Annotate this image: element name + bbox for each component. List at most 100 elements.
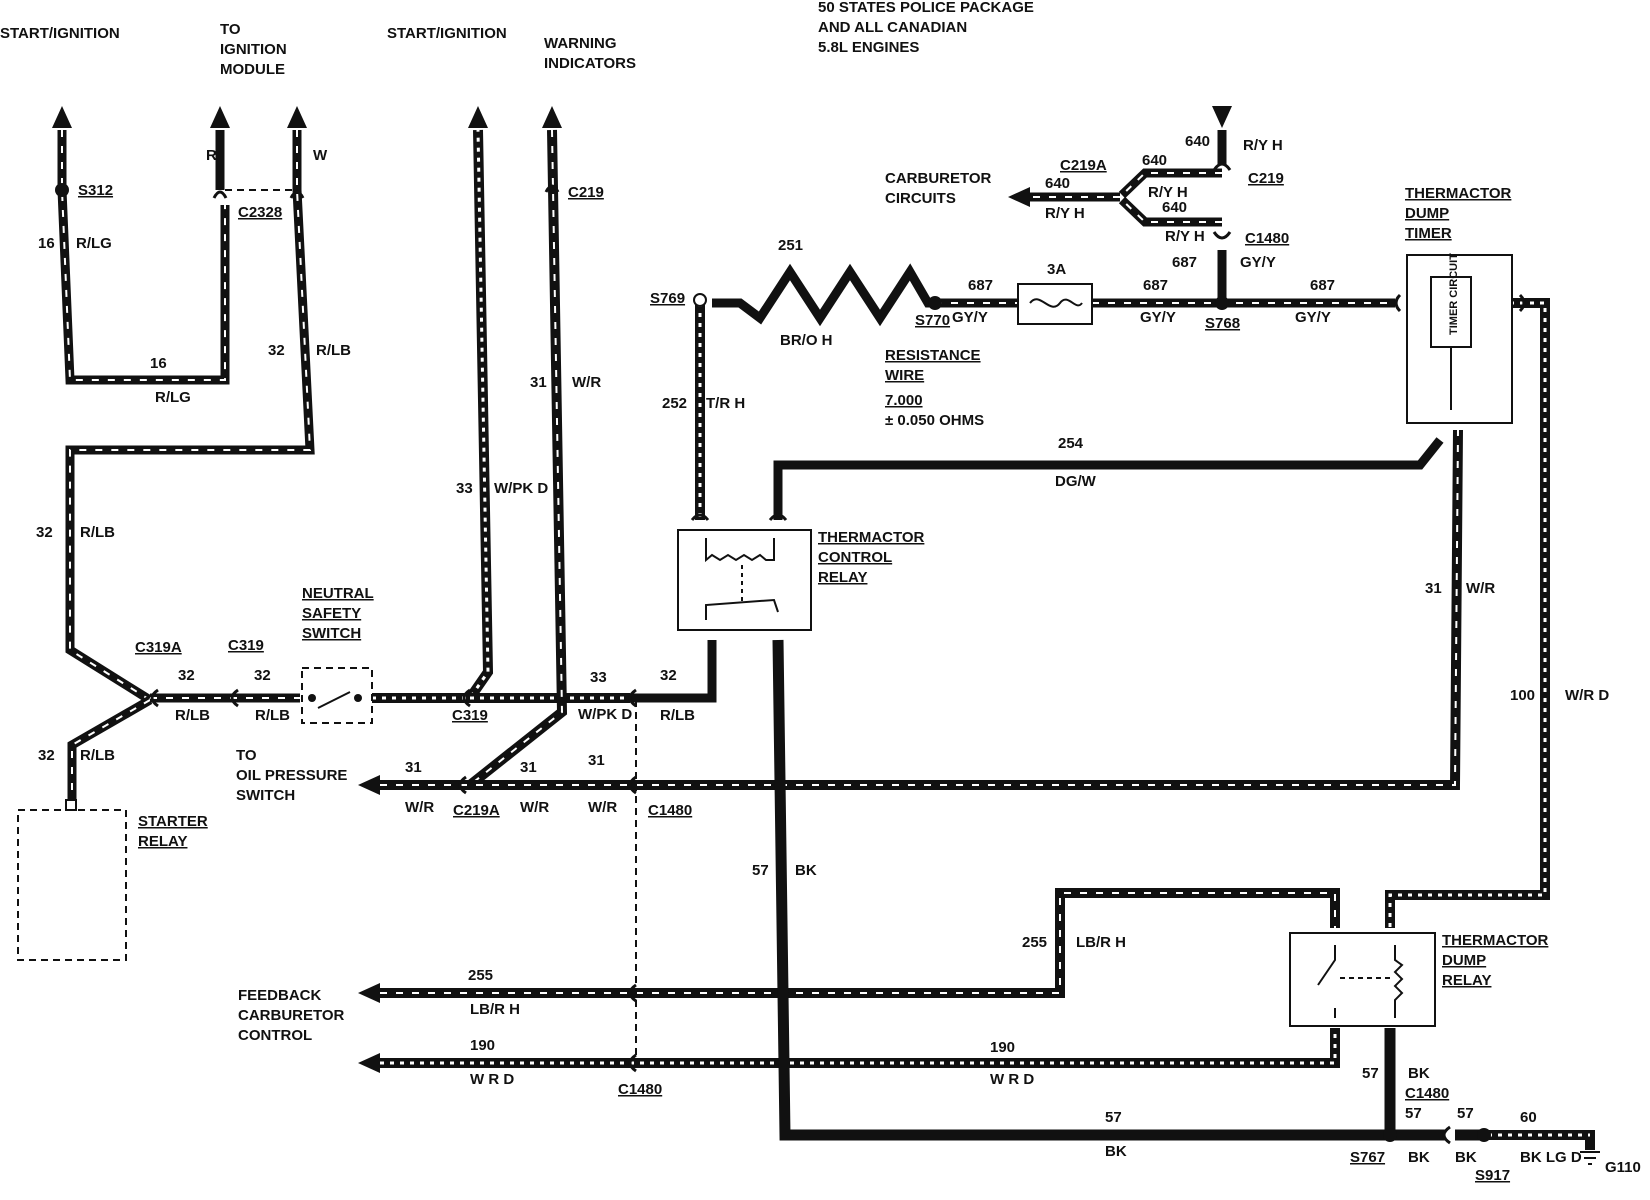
label-to: TO	[220, 21, 241, 38]
wires	[57, 129, 1595, 1150]
label-254: 254	[1058, 435, 1084, 452]
label-190-a: 190	[470, 1037, 495, 1054]
wire-190-wrd	[380, 1028, 1340, 1068]
wire-32-starter-stripe	[71, 699, 151, 805]
label-ryh-top: R/Y H	[1243, 137, 1283, 154]
label-32-d: 32	[254, 667, 271, 684]
s770-dot	[928, 296, 942, 310]
label-wr-b: W/R	[405, 799, 434, 816]
label-c1480-top: C1480	[1245, 230, 1289, 247]
ctrl-conn-right	[768, 513, 788, 521]
label-ohms: ± 0.050 OHMS	[885, 412, 984, 429]
ctrl-relay-coil	[705, 538, 775, 563]
label-control-fb: CONTROL	[238, 1027, 312, 1044]
label-ryh-b: R/Y H	[1148, 184, 1188, 201]
label-s769: S769	[650, 290, 685, 307]
label-rlg-b: R/LG	[155, 389, 191, 406]
arrows	[52, 106, 1232, 1073]
c1480-conn-mid	[628, 688, 637, 708]
c1480-conn-ground	[1442, 1125, 1451, 1145]
label-c219a-bottom: C219A	[453, 802, 500, 819]
arrow-up-warning	[542, 106, 562, 128]
wire-640-stripe	[1030, 172, 1222, 223]
label-w: W	[313, 147, 328, 164]
wire-254-dgw	[773, 437, 1444, 520]
label-640-a: 640	[1045, 175, 1070, 192]
c2328-conn-a	[212, 190, 228, 199]
nss-contact-right	[354, 694, 362, 702]
starter-relay-terminal	[65, 799, 77, 811]
label-60: 60	[1520, 1109, 1537, 1126]
label-dgw: DG/W	[1055, 473, 1097, 490]
label-s917: S917	[1475, 1167, 1510, 1184]
label-carburetor: CARBURETOR	[885, 170, 992, 187]
label-relay-starter: RELAY	[138, 833, 187, 850]
wire-190-wrd-inner	[380, 1028, 1337, 1065]
c2328-conn-b	[289, 190, 305, 199]
label-wrd-a: W R D	[470, 1071, 514, 1088]
label-rlb-c: R/LB	[175, 707, 210, 724]
thermactor-dump-relay-box	[1289, 932, 1436, 1027]
label-switch: SWITCH	[302, 625, 361, 642]
label-33-a: 33	[456, 480, 473, 497]
label-rlb-b: R/LB	[80, 524, 115, 541]
s767-dot	[1383, 1128, 1397, 1142]
label-header-2: AND ALL CANADIAN	[818, 19, 967, 36]
label-32-b: 32	[36, 524, 53, 541]
nss-contact-left	[308, 694, 316, 702]
label-starter: STARTER	[138, 813, 208, 830]
label-bk-d: BK	[1408, 1149, 1430, 1166]
fuse-3a-element	[1029, 298, 1083, 308]
label-ignition: IGNITION	[220, 41, 287, 58]
label-32-a: 32	[268, 342, 285, 359]
label-32-f: 32	[660, 667, 677, 684]
label-header-1: 50 STATES POLICE PACKAGE	[818, 0, 1034, 16]
label-255-a: 255	[1022, 934, 1047, 951]
neutral-safety-switch-box	[301, 667, 373, 724]
label-255-b: 255	[468, 967, 493, 984]
label-lbrh-b: LB/R H	[470, 1001, 520, 1018]
label-57-d: 57	[1457, 1105, 1474, 1122]
wire-57-bk	[772, 639, 1385, 1141]
dump-relay-contact	[1317, 945, 1336, 1018]
label-control: CONTROL	[818, 549, 892, 566]
label-oil-switch: SWITCH	[236, 787, 295, 804]
wire-251-resistor	[712, 263, 932, 327]
label-640-b: 640	[1142, 152, 1167, 169]
label-neutral: NEUTRAL	[302, 585, 374, 602]
label-c219a-top: C219A	[1060, 157, 1107, 174]
c219a-conn-bottom	[458, 775, 467, 795]
ctrl-relay-contact	[705, 598, 779, 620]
label-warning: WARNING	[544, 35, 617, 52]
label-c1480-mid: C1480	[648, 802, 692, 819]
label-gyy-b: GY/Y	[1140, 309, 1176, 326]
arrow-left-feedback-190	[358, 1053, 380, 1073]
wire-31-warning-inner	[469, 129, 564, 786]
label-57-e: 57	[1105, 1109, 1122, 1126]
label-gyy-d: GY/Y	[1295, 309, 1331, 326]
label-s768: S768	[1205, 315, 1240, 332]
label-wr-d: W/R	[588, 799, 617, 816]
label-bk-b: BK	[1408, 1065, 1430, 1082]
label-rlb-d: R/LB	[255, 707, 290, 724]
timer-conn-right	[1518, 293, 1526, 313]
label-feedback: FEEDBACK	[238, 987, 322, 1004]
c219-conn-right	[1212, 162, 1232, 171]
arrow-left-carburetor	[1008, 187, 1030, 207]
label-190-b: 190	[990, 1039, 1015, 1056]
label-bk-a: BK	[795, 862, 817, 879]
c1480-conn-190	[628, 1053, 637, 1073]
label-3a: 3A	[1047, 261, 1066, 278]
label-wpkd-a: W/PK D	[494, 480, 548, 497]
label-r: R	[206, 147, 217, 164]
label-wr-e: W/R	[1466, 580, 1495, 597]
label-to-oil: TO	[236, 747, 257, 764]
label-251: 251	[778, 237, 803, 254]
label-c2328: C2328	[238, 204, 282, 221]
ctrl-conn-left	[690, 513, 710, 521]
label-c1480-ground: C1480	[1405, 1085, 1449, 1102]
wire-60-bklgd	[1488, 1130, 1595, 1150]
timer-conn-left	[1394, 293, 1402, 313]
nss-blade	[317, 691, 351, 709]
